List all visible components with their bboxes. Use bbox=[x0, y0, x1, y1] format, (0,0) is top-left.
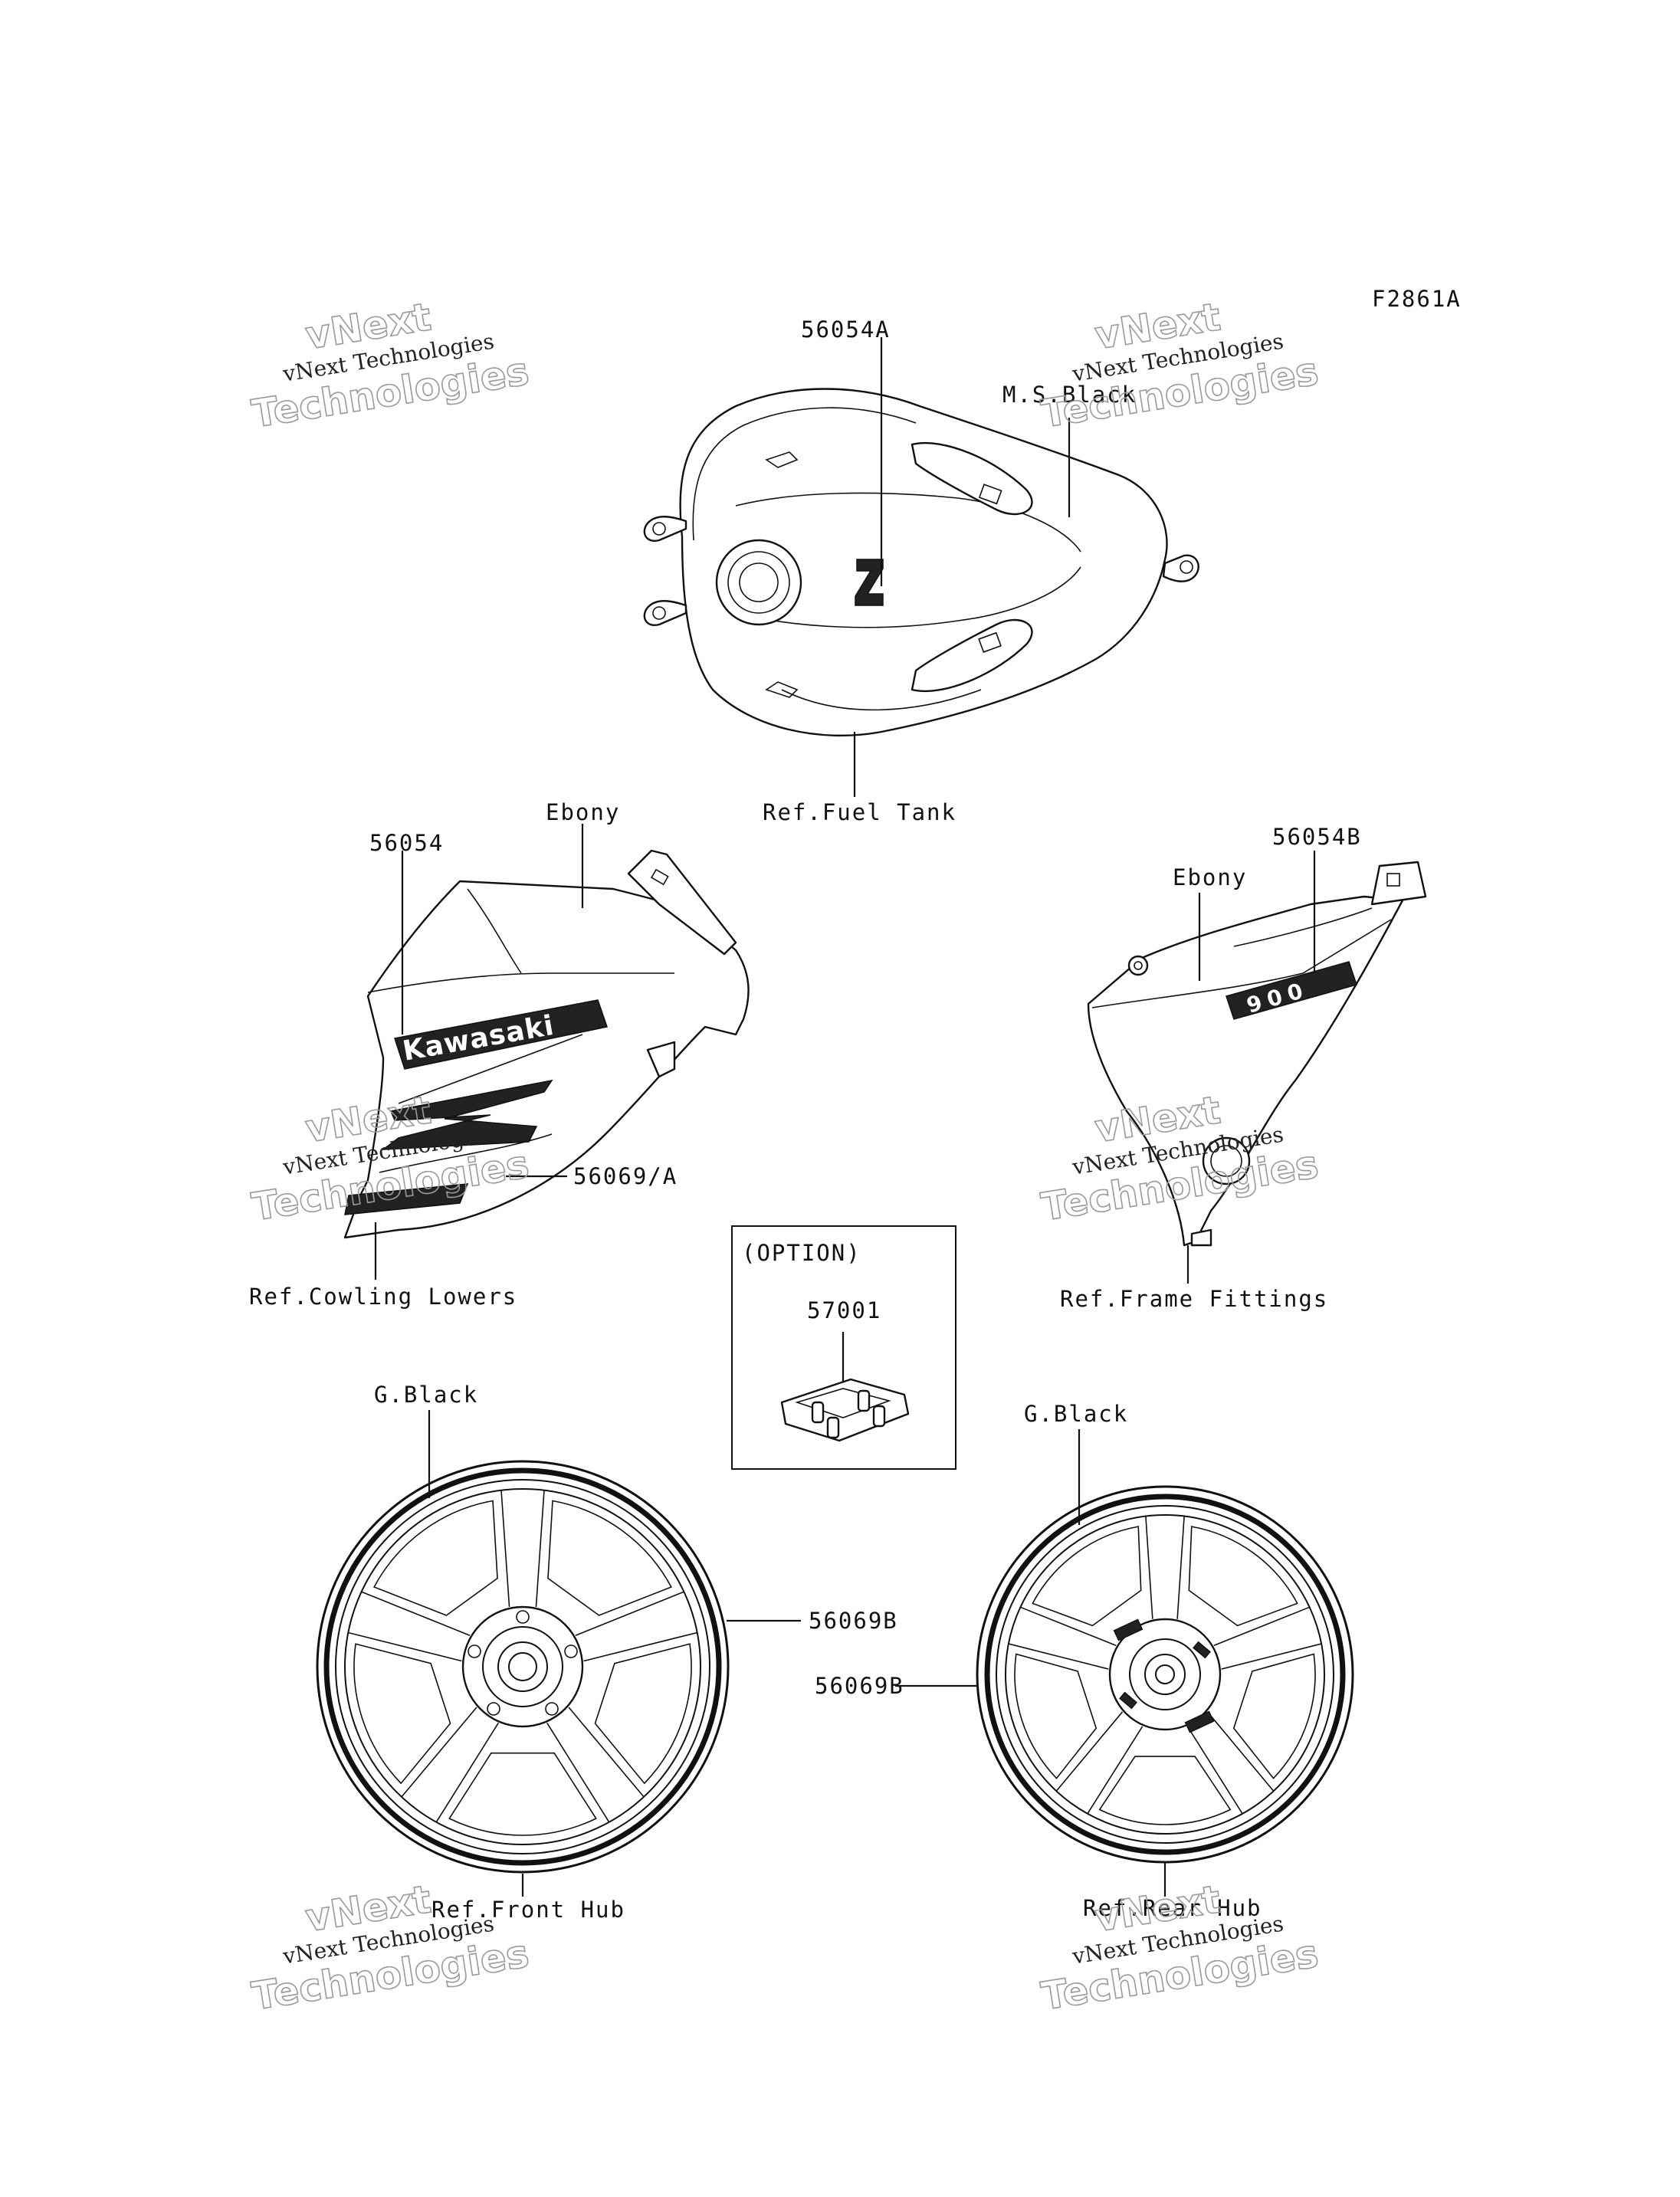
frame-ref-label: Ref.Frame Fittings bbox=[1060, 1286, 1328, 1312]
cowl-part-number: 56054 bbox=[369, 830, 444, 856]
cowl-sub-part-number: 56069/A bbox=[573, 1163, 678, 1189]
watermark-top-right: vNext vNext Technologies Technologies bbox=[1038, 294, 1322, 438]
tank-ref-label: Ref.Fuel Tank bbox=[763, 799, 956, 825]
rear-wheel-spoke bbox=[1055, 1711, 1144, 1815]
front-wheel-illustration bbox=[316, 1460, 730, 1874]
front-wheel-spoke-opening bbox=[547, 1500, 672, 1616]
rear-wheel-spoke-opening bbox=[1188, 1526, 1298, 1627]
tank-part-number: 56054A bbox=[801, 316, 891, 343]
watermark-bottom-left: vNext vNext Technologies Technologies bbox=[248, 1877, 533, 2020]
option-title: (OPTION) bbox=[742, 1240, 861, 1266]
fuel-tank-illustration: Z bbox=[643, 388, 1534, 2192]
rear-wheel-spoke-opening bbox=[1032, 1526, 1142, 1627]
rear-wheel-spoke-opening bbox=[1098, 1756, 1232, 1825]
option-item-illustration bbox=[780, 1378, 910, 1442]
front-wheel-spoke bbox=[575, 1591, 697, 1662]
rear-wheel-spoke bbox=[1145, 1516, 1185, 1619]
tank-color-label: M.S.Black bbox=[1002, 382, 1137, 408]
front-wheel-spoke-opening bbox=[448, 1752, 597, 1836]
rear-wheel-spoke bbox=[1008, 1606, 1117, 1670]
front-wheel-color-label: G.Black bbox=[374, 1382, 478, 1408]
front-wheel-spoke-opening bbox=[373, 1500, 498, 1616]
cowling-lower-illustration: Kawasaki bbox=[343, 849, 750, 1239]
rear-wheel-ref-label: Ref.Rear Hub bbox=[1083, 1895, 1262, 1921]
front-wheel-spoke bbox=[500, 1490, 545, 1607]
front-wheel-spoke bbox=[348, 1591, 471, 1662]
frame-part-number: 56054B bbox=[1272, 824, 1362, 850]
rear-wheel-illustration bbox=[976, 1485, 1354, 1864]
cowl-color-label: Ebony bbox=[546, 799, 620, 825]
cowl-ref-label: Ref.Cowling Lowers bbox=[249, 1284, 517, 1310]
rear-wheel-spoke bbox=[1186, 1711, 1275, 1815]
rear-wheel-spoke bbox=[1213, 1606, 1322, 1670]
front-wheel-spoke-opening bbox=[594, 1643, 692, 1785]
rear-wheel-spoke-opening bbox=[1232, 1653, 1316, 1779]
watermark-bottom-right: vNext vNext Technologies Technologies bbox=[1038, 1877, 1322, 2020]
figure-code: F2861A bbox=[1372, 286, 1462, 312]
front-wheel-spoke bbox=[546, 1707, 645, 1823]
watermark-top-left: vNext vNext Technologies Technologies bbox=[248, 294, 533, 438]
front-wheel-part-number: 56069B bbox=[809, 1608, 898, 1634]
front-wheel-ref-label: Ref.Front Hub bbox=[431, 1897, 625, 1923]
rear-wheel-spoke-opening bbox=[1014, 1653, 1098, 1779]
option-box bbox=[731, 1225, 956, 1470]
frame-fitting-cover-illustration: 900 bbox=[1087, 861, 1427, 1247]
front-wheel-spoke-opening bbox=[353, 1643, 451, 1785]
rear-wheel-color-label: G.Black bbox=[1024, 1401, 1128, 1427]
rear-wheel-part-number: 56069B bbox=[815, 1673, 904, 1699]
front-wheel-spoke bbox=[401, 1707, 499, 1823]
tank-z-emblem: Z bbox=[1533, 2191, 1534, 2192]
option-part-number: 57001 bbox=[807, 1297, 881, 1323]
frame-color-label: Ebony bbox=[1173, 864, 1247, 890]
